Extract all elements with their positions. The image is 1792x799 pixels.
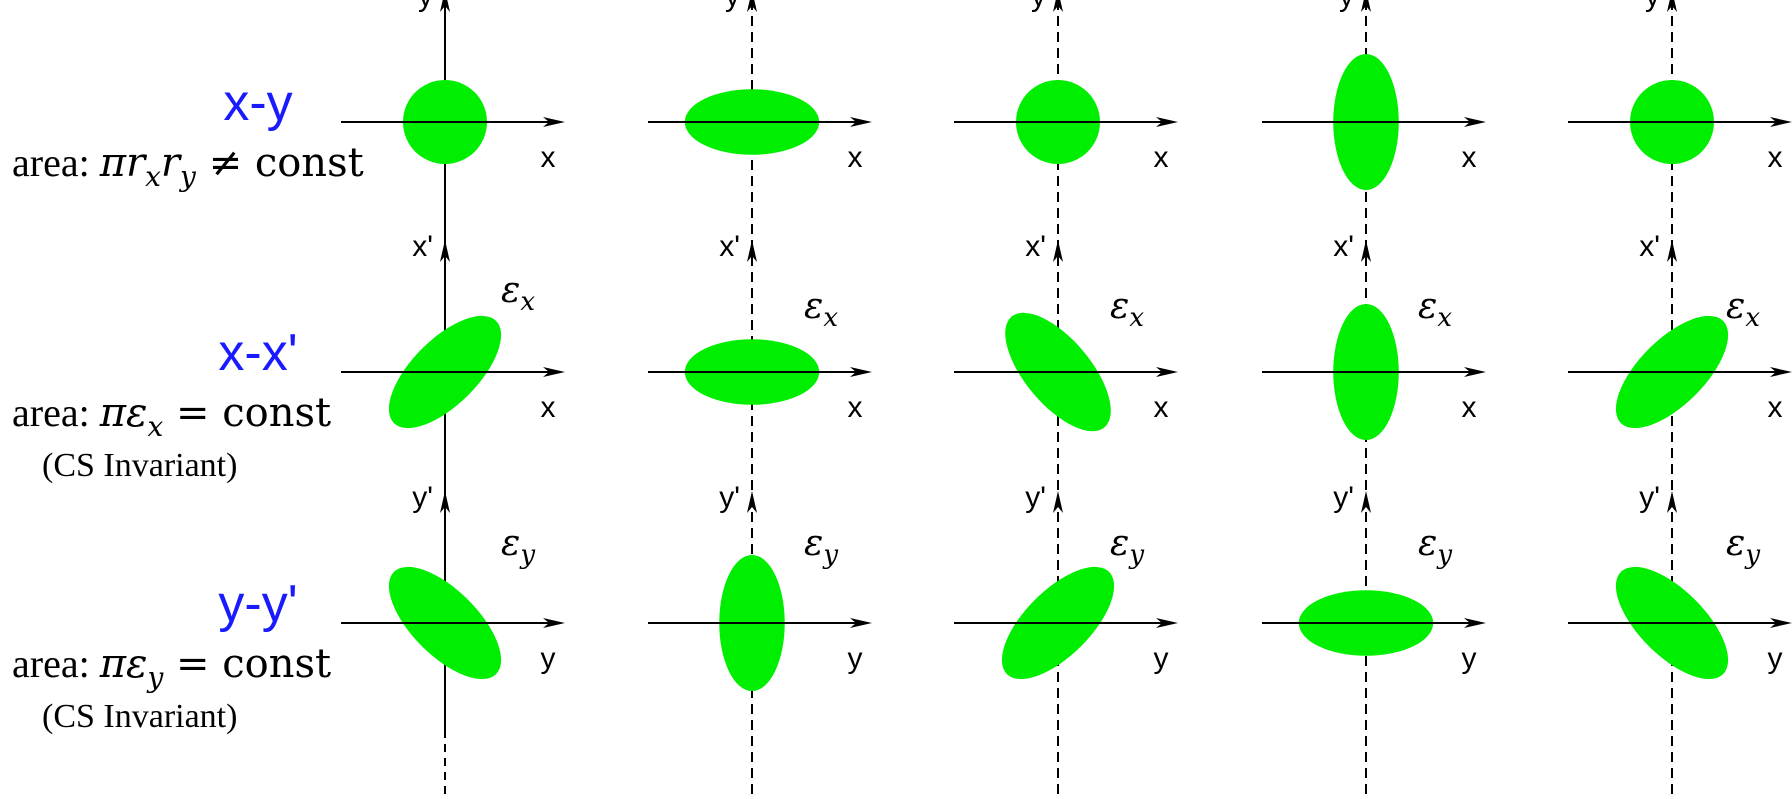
arrow-right-icon <box>543 367 565 377</box>
vertical-axis-label: y' <box>412 481 433 514</box>
vertical-axis-label: y <box>725 0 740 13</box>
vertical-axis-label: x' <box>1333 230 1354 263</box>
vertical-axis-label: x' <box>412 230 433 263</box>
arrow-up-icon <box>1667 491 1677 513</box>
arrow-up-icon <box>1667 240 1677 262</box>
arrow-up-icon <box>1361 240 1371 262</box>
arrow-right-icon <box>543 618 565 628</box>
horizontal-axis-label: x <box>1768 141 1783 174</box>
row-note: (CS Invariant) <box>42 698 237 735</box>
horizontal-axis-label: x <box>1154 141 1169 174</box>
arrow-right-icon <box>1770 367 1792 377</box>
vertical-axis-label: x' <box>1639 230 1660 263</box>
horizontal-axis-label: x <box>541 391 556 424</box>
emittance-label: εx <box>804 286 838 333</box>
arrow-up-icon <box>1667 0 1677 12</box>
arrow-right-icon <box>1464 618 1486 628</box>
phase-space-cell: x x' εx <box>1568 230 1792 429</box>
phase-space-cell: xy <box>341 0 565 174</box>
horizontal-axis-label: x <box>1462 391 1477 424</box>
arrow-right-icon <box>1770 117 1792 127</box>
arrow-right-icon <box>1464 367 1486 377</box>
phase-space-cell: xy <box>648 0 872 174</box>
vertical-axis-label: y' <box>719 481 740 514</box>
row-2: x-x' area: πεx = const (CS Invariant) x x' εx… <box>12 230 1792 484</box>
emittance-label: εx <box>1726 286 1760 333</box>
vertical-axis-label: y <box>1339 0 1354 13</box>
horizontal-axis-label: y <box>1154 642 1169 675</box>
row-title: y-y' <box>218 575 297 633</box>
vertical-axis-label: y <box>1645 0 1660 13</box>
emittance-label: εx <box>501 270 535 317</box>
arrow-right-icon <box>1156 367 1178 377</box>
emittance-label: εy <box>804 523 838 570</box>
horizontal-axis-label: y <box>848 642 863 675</box>
vertical-axis-label: x' <box>719 230 740 263</box>
arrow-up-icon <box>440 491 450 513</box>
emittance-label: εy <box>1726 523 1760 570</box>
phase-space-cell: x x' εx <box>648 230 872 424</box>
emittance-label: εx <box>1418 286 1452 333</box>
row-3: y-y' area: πεy = const (CS Invariant) y y' εy… <box>12 481 1792 735</box>
vertical-axis-label: y' <box>1333 481 1354 514</box>
arrow-right-icon <box>850 117 872 127</box>
arrow-right-icon <box>1156 117 1178 127</box>
emittance-label: εy <box>1110 523 1144 570</box>
phase-space-cell: y y' εy <box>341 481 565 680</box>
vertical-axis-label: y <box>1031 0 1046 13</box>
arrow-up-icon <box>747 0 757 12</box>
vertical-axis-label: y' <box>1639 481 1660 514</box>
vertical-axis-label: y <box>418 0 433 13</box>
emittance-label: εy <box>1418 523 1452 570</box>
horizontal-axis-label: y <box>1462 642 1477 675</box>
arrow-up-icon <box>1053 240 1063 262</box>
emittance-label: εx <box>1110 286 1144 333</box>
arrow-up-icon <box>1053 0 1063 12</box>
row-area-formula: area: πrxry ≠ const <box>12 140 364 193</box>
vertical-axis-label: y' <box>1025 481 1046 514</box>
phase-space-cell: x x' εx <box>954 230 1178 432</box>
arrow-up-icon <box>747 491 757 513</box>
arrow-up-icon <box>1053 491 1063 513</box>
row-area-formula: area: πεx = const <box>12 390 331 443</box>
horizontal-axis-label: y <box>1768 642 1783 675</box>
arrow-up-icon <box>1361 491 1371 513</box>
arrow-right-icon <box>850 367 872 377</box>
row-note: (CS Invariant) <box>42 447 237 484</box>
horizontal-axis-label: x <box>1154 391 1169 424</box>
emittance-label: εy <box>501 523 535 570</box>
arrow-up-icon <box>1361 0 1371 12</box>
horizontal-axis-label: x <box>848 141 863 174</box>
vertical-axis-label: x' <box>1025 230 1046 263</box>
horizontal-axis-label: x <box>1768 391 1783 424</box>
arrow-right-icon <box>1156 618 1178 628</box>
arrow-right-icon <box>1464 117 1486 127</box>
phase-space-cell: xy <box>1568 0 1792 174</box>
phase-space-cell: y y' εy <box>1568 481 1792 680</box>
phase-space-cell: y y' εy <box>954 481 1178 680</box>
arrow-up-icon <box>747 240 757 262</box>
phase-space-cell: y y' εy <box>648 481 872 692</box>
horizontal-axis-label: x <box>848 391 863 424</box>
phase-space-cell: y y' εy <box>1262 481 1486 675</box>
horizontal-axis-label: x <box>541 141 556 174</box>
arrow-right-icon <box>1770 618 1792 628</box>
arrow-right-icon <box>850 618 872 628</box>
phase-space-cell: x x' εx <box>1262 230 1486 441</box>
arrow-up-icon <box>440 240 450 262</box>
row-area-formula: area: πεy = const <box>12 641 331 694</box>
arrow-right-icon <box>543 117 565 127</box>
horizontal-axis-label: y <box>541 642 556 675</box>
phase-space-cell: xy <box>1262 0 1486 191</box>
arrow-up-icon <box>440 0 450 12</box>
phase-space-cell: xy <box>954 0 1178 174</box>
row-title: x-y <box>223 74 292 132</box>
phase-space-cell: x x' εx <box>341 230 565 429</box>
row-title: x-x' <box>218 324 297 382</box>
horizontal-axis-label: x <box>1462 141 1477 174</box>
